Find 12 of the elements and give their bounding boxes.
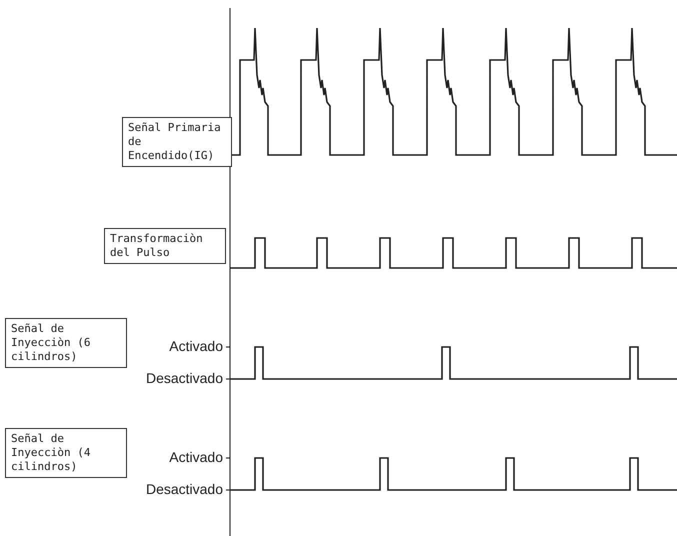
level-label: Desactivado [144,481,223,497]
signal-name: Señal de Inyecciòn (6 cilindros) [11,322,90,363]
level-label: Activado [168,449,223,465]
signal-label-box [5,428,127,478]
signal-name: Señal de Inyecciòn (4 cilindros) [11,432,90,473]
signal-name: Señal Primaria de Encendido(IG) [128,121,221,162]
level-label: Desactivado [144,370,223,386]
signal-label-box [5,318,127,368]
level-label: Activado [168,338,223,354]
signal-label-box [104,228,226,264]
signal-name: Transformaciòn del Pulso [110,232,203,259]
signal-label-box [122,117,232,167]
